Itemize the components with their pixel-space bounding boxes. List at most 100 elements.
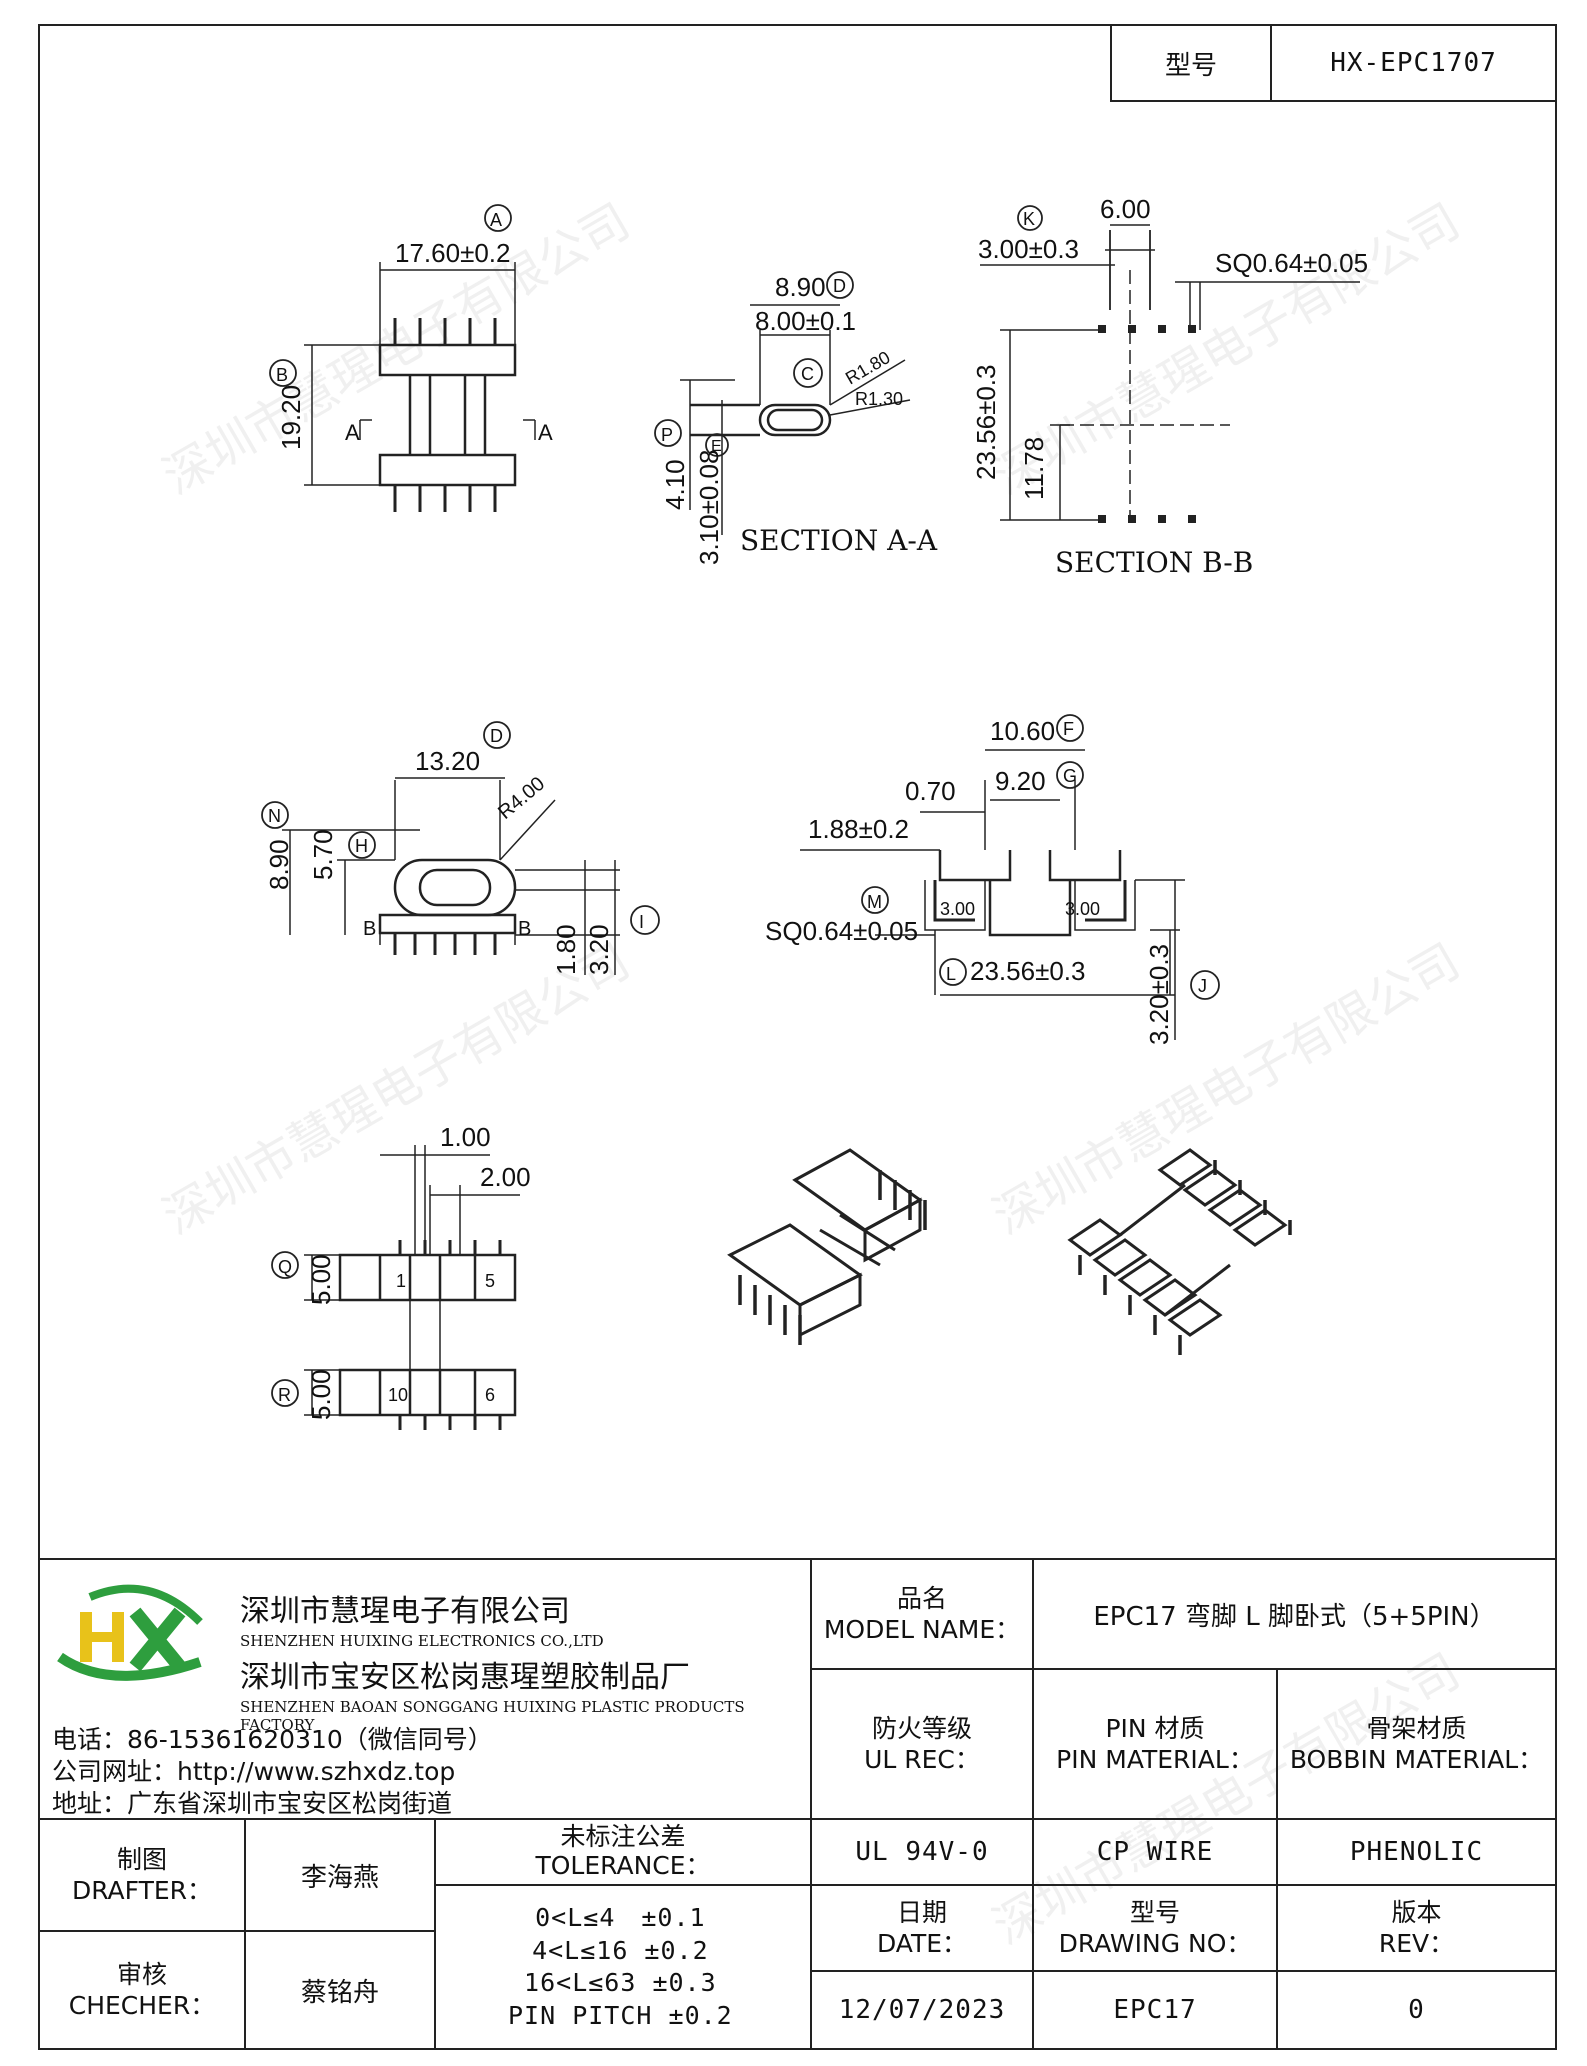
tolerance-line: PIN PITCH ±0.2 [508, 2000, 733, 2030]
top-view-row-lower [338, 1368, 517, 1417]
dim-height: 23.56±0.3 [971, 365, 1001, 480]
dim-f-letter: F [1063, 719, 1074, 739]
date-label-cn: 日期 [896, 1897, 947, 1927]
rev-value-cell: 0 [1276, 1970, 1557, 2050]
dim-b-value: 19.20 [276, 385, 306, 450]
dim-q-letter: Q [278, 1257, 292, 1277]
section-aa-slot [758, 403, 832, 437]
bobbin-3d-view-a [727, 1148, 927, 1345]
section-bb-title: SECTION B-B [1055, 546, 1253, 579]
dim-l-letter: L [946, 964, 956, 984]
dim-k-letter: K [1023, 209, 1035, 229]
pin-6-label: 6 [485, 1385, 495, 1405]
dim-070: 0.70 [905, 776, 956, 806]
top-view-row-upper [338, 1253, 517, 1302]
dim-a-letter: A [490, 210, 502, 230]
pin-1-label: 1 [396, 1271, 406, 1291]
title-block-top-rule [38, 1558, 1557, 1560]
checker-value: 蔡铭舟 [300, 1977, 379, 2008]
bobbin-3d-view-b [1067, 1148, 1292, 1355]
bobbin-material-value: PHENOLIC [1349, 1837, 1484, 1867]
dim-half: 11.78 [1019, 437, 1049, 500]
dim-r-value: 5.00 [306, 1369, 336, 1420]
dim-b-letter: B [276, 365, 288, 385]
dim-k-value: 3.00±0.3 [978, 234, 1079, 264]
model-name-value-cell: EPC17 弯脚 L 脚卧式（5+5PIN） [1032, 1558, 1557, 1670]
dim-r-letter: R [278, 1385, 291, 1405]
company-panel: 深圳市慧瑆电子有限公司 SHENZHEN HUIXING ELECTRONICS… [40, 1560, 812, 1818]
sq-pin-front: SQ0.64±0.05 [765, 916, 918, 946]
technical-drawing: 17.60±0.2 A 19.20 B A A 8.90 D 8.00±0.1 … [261, 194, 1368, 1430]
dim-p-value: 4.10 [660, 459, 690, 510]
header-model-label: 型号 [1164, 50, 1217, 81]
section-aa-title: SECTION A-A [740, 524, 938, 557]
dim-d2-value: 13.20 [415, 746, 480, 776]
dim-top: 6.00 [1100, 194, 1151, 224]
dim-100: 1.00 [440, 1122, 491, 1152]
pin-5-label: 5 [485, 1271, 495, 1291]
section-mark-a-right: A [538, 420, 553, 445]
dim-200: 2.00 [480, 1162, 531, 1192]
drawing-no-label-en: DRAWING NO： [1058, 1929, 1252, 1958]
pin-10-label: 10 [388, 1385, 408, 1405]
tolerance-line: 4<L≤16 ±0.2 [532, 1935, 709, 1965]
front-view-body [938, 850, 1012, 882]
tolerance-label-en: TOLERANCE： [535, 1851, 711, 1880]
checker-value-cell: 蔡铭舟 [244, 1930, 436, 2050]
company-name-en: SHENZHEN HUIXING ELECTRONICS CO.,LTD [240, 1632, 604, 1650]
drawing-no-value-cell: EPC17 [1032, 1970, 1278, 2050]
drawing-no-label-cn: 型号 [1129, 1897, 1180, 1927]
bobbin-material-value-cell: PHENOLIC [1276, 1818, 1557, 1886]
sq-pin-bb: SQ0.64±0.05 [1215, 248, 1368, 278]
pin-material-label-cn: PIN 材质 [1105, 1713, 1205, 1743]
dim-p-letter: P [661, 425, 673, 445]
dim-j-value: 3.20±0.3 [1144, 944, 1174, 1045]
drawing-no-value: EPC17 [1113, 1995, 1197, 2025]
company-name-cn: 深圳市慧瑆电子有限公司 [240, 1594, 570, 1629]
rev-label-cn: 版本 [1391, 1897, 1442, 1927]
pin-material-value: CP WIRE [1096, 1837, 1214, 1867]
tolerance-line: 16<L≤63 ±0.3 [524, 1968, 717, 1997]
dim-i-letter: I [639, 912, 644, 932]
tolerance-values-cell: 0<L≤4 ±0.1 4<L≤16 ±0.2 16<L≤63 ±0.3 PIN … [434, 1884, 812, 2050]
pin-material-label-en: PIN MATERIAL： [1056, 1745, 1254, 1774]
dim-h-value: 5.70 [308, 829, 338, 880]
dim-l-value: 23.56±0.3 [970, 956, 1085, 986]
dim-e-value: 3.10±0.08 [694, 450, 724, 565]
ul-label-cn: 防火等级 [871, 1713, 972, 1743]
company-website: 公司网址：http://www.szhxdz.top [52, 1757, 456, 1786]
ul-label-en: UL REC： [864, 1745, 980, 1774]
bobbin-material-label-en: BOBBIN MATERIAL： [1289, 1745, 1544, 1774]
rev-value: 0 [1408, 1995, 1425, 2025]
ul-value-cell: UL 94V-0 [810, 1818, 1034, 1886]
tolerance-label-cn: 未标注公差 [560, 1822, 686, 1852]
r-inner: R1.30 [855, 389, 903, 409]
pin-material-value-cell: CP WIRE [1032, 1818, 1278, 1886]
tolerance-line: 0<L≤4 ±0.1 [535, 1903, 706, 1932]
header-model-value-cell: HX-EPC1707 [1270, 24, 1557, 102]
dim-m-letter: M [867, 892, 882, 912]
circle-c: C [801, 364, 814, 384]
model-name-value: EPC17 弯脚 L 脚卧式（5+5PIN） [1093, 1601, 1496, 1632]
drafter-label-en: DRAFTER： [71, 1876, 213, 1905]
model-name-label-cn: 品名 [896, 1583, 947, 1613]
dim-d-value: 8.90 [775, 272, 826, 302]
dim-188: 1.88±0.2 [808, 814, 909, 844]
ul-value: UL 94V-0 [855, 1837, 989, 1867]
dim-small: 1.80 [551, 924, 581, 975]
header-model-value: HX-EPC1707 [1330, 48, 1497, 78]
rev-label-en: REV： [1378, 1929, 1455, 1958]
dim-n-value: 8.90 [264, 839, 294, 890]
company-address: 地址：广东省深圳市宝安区松岗街道 [52, 1789, 453, 1818]
dim-n-letter: N [268, 806, 281, 826]
drafter-value-cell: 李海燕 [244, 1818, 436, 1932]
dim-e-letter: E [711, 438, 722, 455]
bobbin-flange-top [378, 343, 517, 377]
side-view-slot [393, 858, 517, 917]
